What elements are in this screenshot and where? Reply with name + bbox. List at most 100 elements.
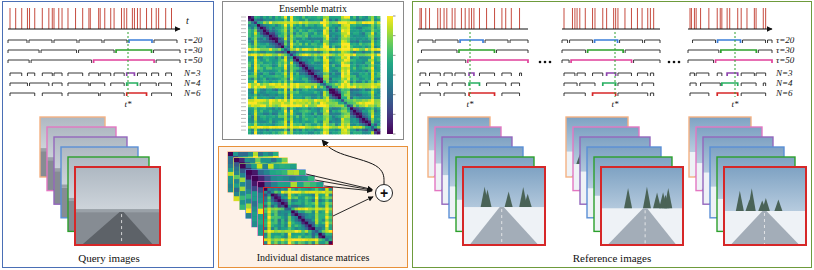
heatmap-cell (317, 67, 320, 70)
heatmap-cell (371, 96, 374, 99)
heatmap-cell (284, 40, 287, 43)
heatmap-cell (326, 27, 329, 30)
heatmap-cell (305, 62, 308, 65)
heatmap-cell (347, 29, 350, 32)
spike (494, 8, 495, 29)
heatmap-cell (314, 96, 317, 99)
heatmap-cell (266, 110, 269, 113)
heatmap-cell (311, 51, 314, 54)
heatmap-cell (368, 102, 371, 105)
heatmap-cell (299, 56, 302, 59)
spike (642, 8, 643, 29)
heatmap-cell (368, 46, 371, 49)
heatmap-cell (332, 113, 335, 116)
spike (425, 8, 426, 29)
heatmap-cell (332, 24, 335, 27)
heatmap-cell (278, 96, 281, 99)
heatmap-cell (326, 56, 329, 59)
heatmap-cell (260, 110, 263, 113)
heatmap-cell (377, 91, 380, 94)
heatmap-cell (281, 75, 284, 78)
heatmap-cell (338, 72, 341, 75)
heatmap-cell (359, 118, 362, 121)
spike (729, 8, 730, 29)
heatmap-cell (275, 46, 278, 49)
heatmap-cell (281, 59, 284, 62)
heatmap-cell (371, 21, 374, 24)
t-star-marker (470, 32, 471, 97)
heatmap-cell (320, 54, 323, 57)
heatmap-cell (278, 67, 281, 70)
heatmap-cell (377, 32, 380, 35)
heatmap-cell (332, 78, 335, 81)
heatmap-cell (326, 43, 329, 46)
heatmap-cell (311, 70, 314, 73)
heatmap-cell (263, 35, 266, 38)
spike (606, 8, 607, 29)
heatmap-cell (356, 70, 359, 73)
heatmap-cell (251, 83, 254, 86)
heatmap-cell (362, 59, 365, 62)
heatmap-cell (356, 91, 359, 94)
spike (579, 8, 580, 29)
heatmap-cell (344, 56, 347, 59)
segment-bracket (42, 73, 52, 76)
heatmap-cell (296, 115, 299, 118)
segment-bracket (634, 60, 660, 63)
heatmap-cell (347, 24, 350, 27)
heatmap-cell (305, 75, 308, 78)
heatmap-cell (248, 59, 251, 62)
heatmap-cell (278, 83, 281, 86)
heatmap-cell (269, 59, 272, 62)
heatmap-cell (290, 27, 293, 30)
heatmap-cell (365, 54, 368, 57)
heatmap-cell (275, 88, 278, 91)
heatmap-cell (275, 107, 278, 110)
heatmap-cell (284, 21, 287, 24)
heatmap-cell (251, 99, 254, 102)
heatmap-cell (311, 86, 314, 89)
segment-bracket (717, 73, 722, 76)
heatmap-cell (257, 21, 260, 24)
heatmap-cell (332, 56, 335, 59)
spike (602, 8, 603, 29)
heatmap-cell (263, 75, 266, 78)
heatmap-cell (296, 67, 299, 70)
heatmap-cell (296, 24, 299, 27)
time-axis (688, 29, 772, 30)
heatmap-cell (302, 118, 305, 121)
heatmap-cell (362, 67, 365, 70)
heatmap-cell (362, 88, 365, 91)
heatmap-cell (263, 70, 266, 73)
heatmap-cell (323, 54, 326, 57)
heatmap-cell (374, 46, 377, 49)
spike (741, 8, 742, 29)
heatmap-cell (257, 72, 260, 75)
heatmap-cell (257, 80, 260, 83)
segment-bracket (520, 73, 522, 76)
heatmap-cell (302, 48, 305, 51)
heatmap-cell (356, 35, 359, 38)
heatmap-cell (305, 70, 308, 73)
heatmap-cell (371, 91, 374, 94)
heatmap-cell (368, 70, 371, 73)
heatmap-cell (320, 115, 323, 118)
heatmap-cell (365, 91, 368, 94)
heatmap-cell (350, 32, 353, 35)
heatmap-cell (311, 27, 314, 30)
heatmap-cell (266, 115, 269, 118)
heatmap-cell (377, 16, 380, 19)
segment-bracket (156, 60, 180, 63)
heatmap-cell (284, 62, 287, 65)
segment-bracket (595, 40, 618, 43)
heatmap-cell (347, 72, 350, 75)
heatmap-cell (359, 62, 362, 65)
heatmap-cell (263, 27, 266, 30)
heatmap-cell (311, 107, 314, 110)
heatmap-cell (248, 107, 251, 110)
heatmap-cell (287, 96, 290, 99)
heatmap-cell (284, 86, 287, 89)
heatmap-cell (248, 62, 251, 65)
spike (137, 8, 138, 29)
